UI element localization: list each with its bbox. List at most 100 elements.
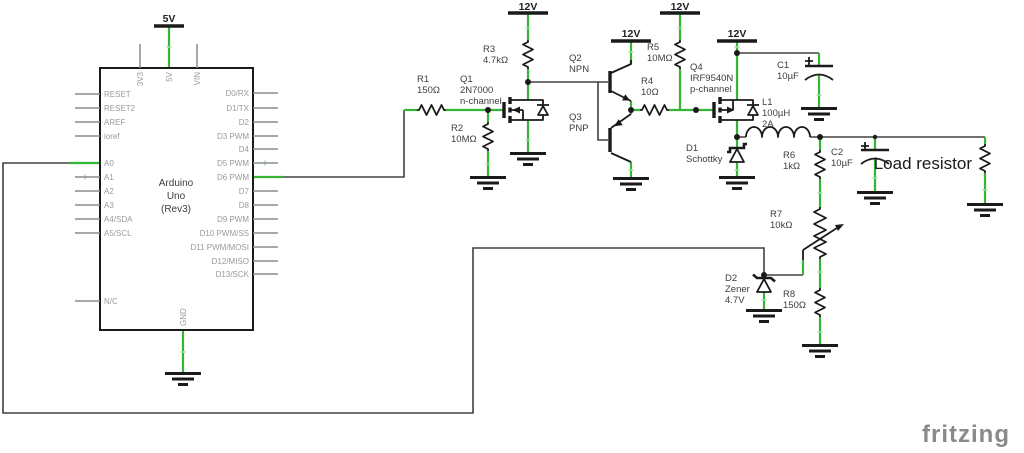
- capacitor-c2[interactable]: C2 10µF: [831, 142, 890, 169]
- c1-plus: [805, 57, 813, 65]
- diode-d2-zener[interactable]: D2 Zener 4.7V: [725, 273, 776, 306]
- inductor-coil: [745, 126, 811, 138]
- power-12v-label: 12V: [671, 1, 690, 13]
- power-12v-r5[interactable]: 12V: [660, 1, 700, 15]
- diode-d1-schottky[interactable]: D1 Schottky: [686, 142, 747, 165]
- pin-label-d3: D3 PWM: [217, 132, 249, 141]
- ground-c2: [857, 191, 893, 205]
- pin-label-d8: D8: [239, 201, 250, 210]
- r5-name: R5: [647, 42, 659, 53]
- mosfet-q1[interactable]: Q1 2N7000 n-channel: [460, 74, 549, 123]
- pot-wiper-arrow-line: [802, 225, 841, 260]
- d1-cathode-bar: [727, 142, 747, 154]
- d2-name: D2: [725, 273, 737, 284]
- q4-body-diode: [745, 99, 759, 121]
- arduino-right-pin-stubs: [253, 92, 278, 275]
- q2-emitter-arrow: [622, 94, 630, 101]
- pin-label-a2: A2: [104, 187, 114, 196]
- arduino-uno[interactable]: RESET RESET2 AREF ioref A0 A1 A2 A3 A4/S…: [75, 44, 278, 331]
- pin-label-a4: A4/SDA: [104, 215, 133, 224]
- resistor-r6[interactable]: R6 1kΩ: [783, 149, 826, 180]
- resistor-r3[interactable]: R3 4.7kΩ: [483, 39, 534, 70]
- d1-type: Schottky: [686, 154, 723, 165]
- inductor-l1[interactable]: L1 100µH 2A: [745, 97, 811, 138]
- pin-label-a5: A5/SCL: [104, 229, 132, 238]
- arduino-left-pin-stubs: [75, 93, 100, 302]
- load-resistor[interactable]: Load resistor: [874, 143, 991, 174]
- pin-label-d12: D12/MISO: [212, 257, 249, 266]
- pot-wiper-arrowhead: [835, 224, 844, 231]
- r5-value: 10MΩ: [647, 53, 673, 64]
- l1-value: 100µH: [762, 108, 790, 119]
- ground-c1: [801, 107, 837, 121]
- transistor-q3[interactable]: Q3 PNP: [569, 112, 632, 163]
- pin-label-d13: D13/SCK: [216, 270, 250, 279]
- c1-name: C1: [777, 60, 789, 71]
- pin-label-ioref: ioref: [104, 132, 120, 141]
- r2-value: 10MΩ: [451, 134, 477, 145]
- q2-name: Q2: [569, 53, 582, 64]
- resistor-r8[interactable]: R8 150Ω: [783, 287, 826, 318]
- pin-label-d9: D9 PWM: [217, 215, 249, 224]
- power-12v-label: 12V: [622, 28, 641, 40]
- resistor-body: [979, 143, 991, 174]
- junction-gate-wire: [693, 107, 699, 113]
- pin-label-d11: D11 PWM/MOSI: [190, 243, 249, 252]
- q1-name: Q1: [460, 74, 473, 85]
- resistor-r4[interactable]: R4 10Ω: [639, 76, 670, 116]
- pot-body: [813, 206, 827, 260]
- resistor-body: [639, 104, 670, 116]
- power-12v-q4[interactable]: 12V: [717, 28, 757, 43]
- pin-ticks: [84, 27, 988, 353]
- d2-value: 4.7V: [725, 295, 745, 306]
- junction-12v-c1: [734, 50, 740, 56]
- capacitor-c1[interactable]: C1 10µF: [777, 57, 834, 82]
- q3-emitter: [610, 113, 632, 129]
- power-12v-r3[interactable]: 12V: [508, 1, 548, 15]
- arduino-body[interactable]: [99, 67, 254, 331]
- r1-value: 150Ω: [417, 85, 440, 96]
- ground-q3: [613, 177, 649, 191]
- r3-value: 4.7kΩ: [483, 55, 508, 66]
- green-wires: [70, 13, 988, 372]
- junction-emitters: [628, 107, 634, 113]
- c1-value: 10µF: [777, 71, 799, 82]
- r1-name: R1: [417, 74, 429, 85]
- l1-rating: 2A: [762, 119, 774, 130]
- junction-switch-node: [734, 134, 740, 140]
- c1-plate-curved: [804, 73, 834, 81]
- resistor-body: [814, 149, 826, 180]
- pin-label-a3: A3: [104, 201, 114, 210]
- transistor-q2[interactable]: Q2 NPN: [569, 53, 632, 102]
- pin-label-nc: N/C: [104, 297, 118, 306]
- r6-name: R6: [783, 150, 795, 161]
- junction-output-node: [817, 134, 823, 140]
- mosfet-q4[interactable]: Q4 IRF9540N p-channel: [690, 62, 759, 123]
- c2-plus: [861, 142, 869, 150]
- r4-name: R4: [641, 76, 653, 87]
- c2-value: 10µF: [831, 158, 853, 169]
- r8-name: R8: [783, 289, 795, 300]
- junction-dots: [485, 50, 878, 278]
- junction-c2-tap: [872, 134, 878, 140]
- c2-plate-curved: [860, 157, 890, 165]
- d1-name: D1: [686, 143, 698, 154]
- junction-r1-r2-gate: [485, 107, 491, 113]
- potentiometer-r7[interactable]: R7 10kΩ: [770, 206, 844, 260]
- r8-value: 150Ω: [783, 300, 806, 311]
- power-12v-label: 12V: [519, 1, 538, 13]
- pin-label-d4: D4: [239, 145, 250, 154]
- q1-type: n-channel: [460, 96, 502, 107]
- ground-r8: [802, 344, 838, 358]
- ground-load: [967, 203, 1003, 217]
- resistor-r5[interactable]: R5 10MΩ: [647, 39, 686, 70]
- resistor-body: [482, 121, 494, 152]
- q3-emitter-arrow: [614, 119, 623, 127]
- arduino-title-1: Arduino: [159, 178, 194, 189]
- resistor-r2[interactable]: R2 10MΩ: [451, 121, 494, 152]
- power-5v[interactable]: 5V: [154, 13, 184, 28]
- power-12v-q2[interactable]: 12V: [611, 28, 651, 43]
- resistor-r1[interactable]: R1 150Ω: [416, 74, 447, 116]
